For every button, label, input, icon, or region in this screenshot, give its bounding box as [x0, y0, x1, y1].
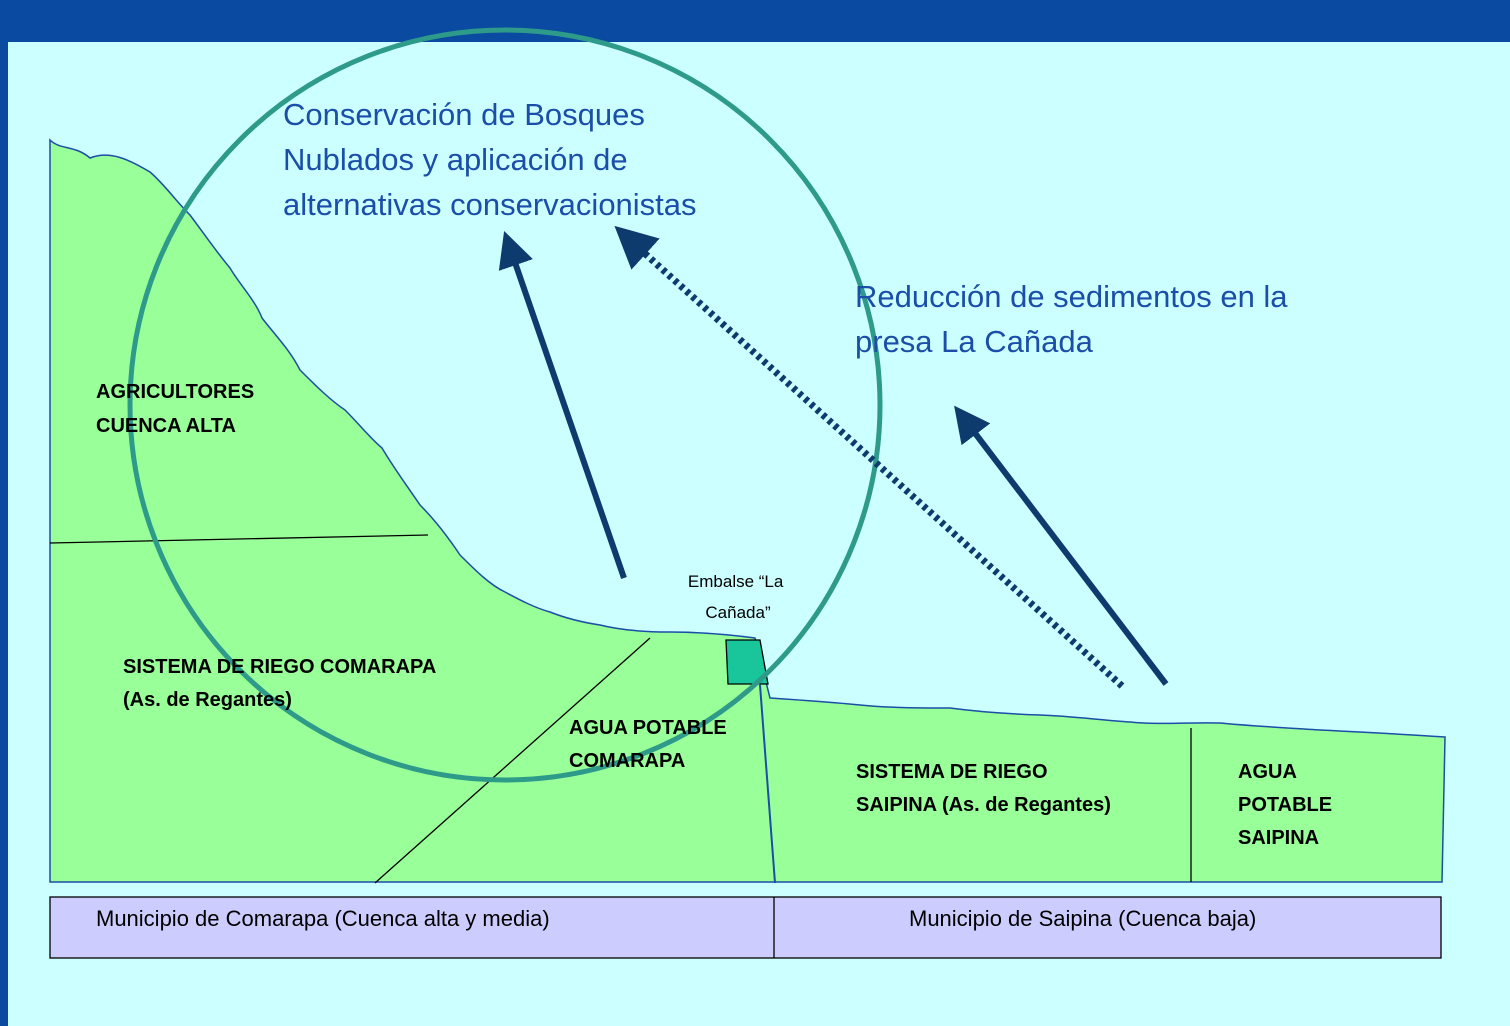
dam-icon — [725, 639, 769, 685]
municipio-comarapa: Municipio de Comarapa (Cuenca alta y med… — [96, 906, 550, 931]
arrow-conservation — [498, 230, 627, 579]
label-agua-saipina-line-1: AGUA — [1238, 761, 1296, 783]
label-agua-comarapa-line-1: AGUA POTABLE — [569, 717, 727, 739]
label-riego-saipina-line-2: SAIPINA (As. de Regantes) — [856, 794, 1111, 816]
label-agua-saipina-line-3: SAIPINA — [1238, 827, 1319, 849]
municipio-table — [49, 896, 1442, 959]
label-agricultores: AGRICULTORES CUENCA ALTA — [96, 381, 260, 437]
hillside-land — [49, 138, 1446, 883]
reduction-line-1: Reducción de sedimentos en la — [855, 279, 1288, 314]
label-agua-saipina: AGUA POTABLE SAIPINA — [1238, 761, 1338, 849]
divider-agricultores — [49, 534, 429, 544]
municipio-saipina: Municipio de Saipina (Cuenca baja) — [909, 906, 1256, 931]
divider-municipio — [759, 684, 776, 884]
reduction-line-2: presa La Cañada — [855, 324, 1094, 359]
divider-agua-comarapa — [374, 637, 651, 884]
label-riego-saipina: SISTEMA DE RIEGO SAIPINA (As. de Regante… — [856, 761, 1111, 816]
arrow-reduction — [954, 405, 1169, 686]
label-riego-comarapa-line-1: SISTEMA DE RIEGO COMARAPA — [123, 656, 436, 678]
label-riego-saipina-line-1: SISTEMA DE RIEGO — [856, 761, 1048, 783]
label-agua-comarapa: AGUA POTABLE COMARAPA — [569, 717, 732, 772]
conservation-circle — [127, 27, 883, 783]
headline-line-3: alternativas conservacionistas — [283, 187, 697, 222]
label-agua-saipina-line-2: POTABLE — [1238, 794, 1332, 816]
label-riego-comarapa: SISTEMA DE RIEGO COMARAPA (As. de Regant… — [123, 656, 441, 711]
headline-line-1: Conservación de Bosques — [283, 97, 645, 132]
label-embalse-line-2: Cañada” — [705, 603, 771, 622]
label-agua-comarapa-line-2: COMARAPA — [569, 750, 685, 772]
label-agricultores-line-2: CUENCA ALTA — [96, 415, 236, 437]
label-embalse-line-1: Embalse “La — [688, 572, 784, 591]
reduction-text: Reducción de sedimentos en la presa La C… — [855, 279, 1296, 359]
headline-text: Conservación de Bosques Nublados y aplic… — [283, 97, 697, 222]
label-agricultores-line-1: AGRICULTORES — [96, 381, 254, 403]
arrow-dotted-sediment — [614, 225, 1125, 689]
headline-line-2: Nublados y aplicación de — [283, 142, 628, 177]
label-riego-comarapa-line-2: (As. de Regantes) — [123, 689, 292, 711]
label-embalse: Embalse “La Cañada” — [688, 572, 788, 622]
